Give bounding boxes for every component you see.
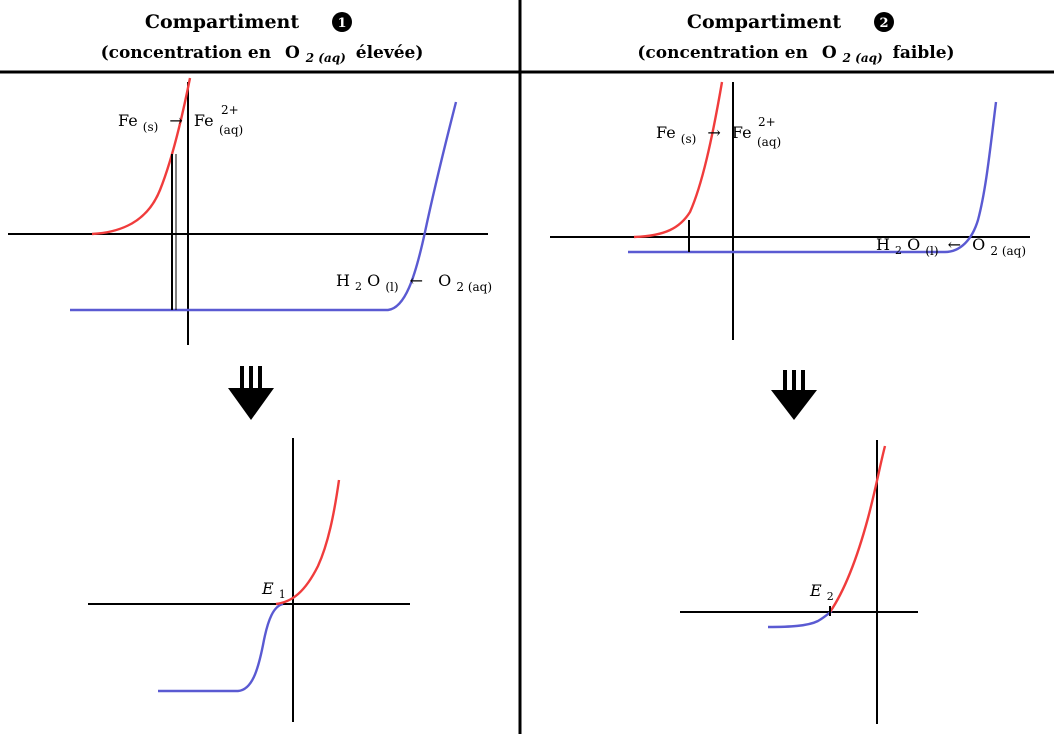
plot1-o-label: O — [367, 271, 380, 290]
compartment-1-number-badge — [332, 12, 352, 32]
plot2-o2-sub: 2 (aq) — [990, 244, 1026, 258]
plot1-fe-sub: (s) — [143, 120, 159, 134]
plot2-o2-label: O — [972, 235, 985, 254]
compartment-2-number: 2 — [879, 16, 888, 31]
implies-arrow-left-icon — [228, 366, 274, 420]
svg-text:H 2 O (l): H 2 O (l) ← O 2 (aq) — [876, 235, 1026, 259]
plot4-oxidation-curve — [829, 445, 887, 613]
compartment-2-title: Compartiment — [687, 11, 842, 33]
plot2-h2o-sub: (l) — [925, 244, 938, 258]
svg-text:(concentration en O: (concentration en O 2 (aq) faible) — [637, 43, 954, 67]
plot-compartment-2-bottom: E 2 — [680, 440, 918, 724]
svg-text:E 1: E 1 — [261, 579, 286, 601]
plot2-arrow-left: ← — [948, 235, 961, 254]
svg-text:E 2: E 2 — [809, 581, 834, 603]
plot1-o2-sub: 2 (aq) — [456, 280, 492, 294]
svg-text:H 2 O (l): H 2 O (l) ← O 2 (aq) — [336, 271, 492, 295]
plot1-reduction-curve — [70, 101, 458, 312]
compartment-2-subtitle-after: faible) — [893, 43, 955, 63]
plot1-h-sub: 2 — [355, 280, 362, 293]
plot-compartment-1-top: Fe (s) → Fe 2+ (aq) H 2 O (l) ← O 2 (aq) — [8, 77, 492, 345]
plot1-arrow-left: ← — [410, 271, 423, 290]
plot2-reduction-curve — [628, 101, 998, 254]
plot2-fe-sub: (s) — [681, 132, 697, 146]
compartment-1-species: O — [285, 43, 300, 63]
plot2-h-sub: 2 — [895, 244, 902, 257]
plot1-o2-label: O — [438, 271, 451, 290]
compartment-1-number: 1 — [337, 16, 346, 31]
compartment-1-species-sub: 2 (aq) — [305, 51, 346, 65]
compartment-1-subtitle-before: (concentration en — [101, 43, 272, 63]
svg-text:(concentration en O: (concentration en O 2 (aq) élevée) — [101, 43, 424, 67]
plot1-fe2-label: Fe — [194, 111, 214, 130]
plot2-h-label: H — [876, 235, 890, 254]
compartment-2-number-badge — [874, 12, 894, 32]
plot1-fe2-sub: (aq) — [219, 123, 243, 137]
e1-sub: 1 — [279, 588, 286, 601]
plot3-oxidation-curve — [275, 479, 341, 606]
plot4-reduction-curve — [767, 610, 833, 629]
plot1-fe2-sup: 2+ — [221, 103, 239, 117]
plot2-fe-label: Fe — [656, 123, 676, 142]
plot2-o-label: O — [907, 235, 920, 254]
plot2-oxidation-curve — [633, 81, 724, 239]
compartment-1-title: Compartiment — [145, 11, 300, 33]
svg-text:Compartiment: Compartiment — [145, 11, 300, 33]
plot3-reduction-curve — [158, 602, 284, 693]
compartment-2-species: O — [822, 43, 837, 63]
compartment-1-subtitle-after: élevée) — [356, 43, 424, 63]
e2-label: E — [809, 581, 822, 600]
plot2-fe2-label: Fe — [732, 123, 752, 142]
e1-label: E — [261, 579, 274, 598]
plot1-fe-label: Fe — [118, 111, 138, 130]
plot2-fe2-sup: 2+ — [758, 115, 776, 129]
plot1-arrow-right: → — [169, 111, 182, 130]
svg-text:Fe (s) → Fe: Fe (s) → Fe — [656, 123, 752, 147]
implies-arrow-right-icon — [771, 370, 817, 420]
plot1-h-label: H — [336, 271, 350, 290]
plot1-oxidation-curve — [91, 77, 192, 236]
plot-compartment-2-top: Fe (s) → Fe 2+ (aq) H 2 O (l) ← O 2 (aq) — [550, 81, 1030, 340]
compartment-2-subtitle-before: (concentration en — [637, 43, 808, 63]
plot2-arrow-right: → — [707, 123, 720, 142]
svg-text:Compartiment: Compartiment — [687, 11, 842, 33]
plot-compartment-1-bottom: E 1 — [88, 438, 410, 722]
e2-sub: 2 — [827, 590, 834, 603]
header-compartment-1: Compartiment 1 (concentration en O 2 (aq… — [101, 11, 424, 67]
plot2-fe2-sub: (aq) — [757, 135, 781, 149]
svg-text:Fe (s) → Fe: Fe (s) → Fe — [118, 111, 214, 135]
header-compartment-2: Compartiment 2 (concentration en O 2 (aq… — [637, 11, 954, 67]
plot1-h2o-sub: (l) — [385, 280, 398, 294]
compartment-2-species-sub: 2 (aq) — [842, 51, 883, 65]
